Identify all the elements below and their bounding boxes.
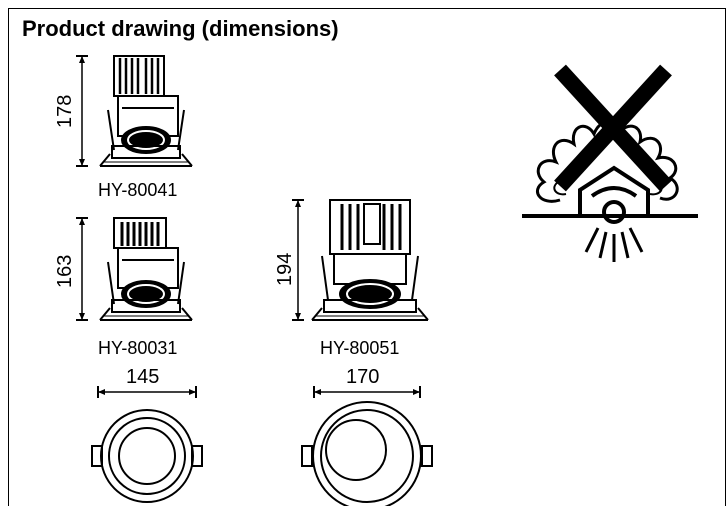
height-dimension-hy-80041: 178 [54, 94, 76, 128]
drawing-frame [8, 8, 726, 506]
no-insulation-cover-icon [522, 70, 698, 262]
height-dimension-hy-80051: 194 [274, 252, 296, 286]
hy-80031-side-view [76, 218, 192, 320]
model-label-hy-80031: HY-80031 [98, 338, 178, 358]
diameter-145-dimension [98, 386, 196, 398]
height-dimension-hy-80031: 163 [54, 254, 76, 288]
hy-top-view-145 [92, 410, 202, 502]
model-label-hy-80051: HY-80051 [320, 338, 400, 358]
hy-80041-side-view [76, 56, 192, 166]
page-title: Product drawing (dimensions) [22, 16, 339, 41]
hy-80051-side-view [292, 200, 428, 320]
diameter-170-dimension [314, 386, 420, 398]
hy-top-view-170 [302, 402, 432, 506]
diameter-label-145: 145 [126, 366, 160, 388]
model-label-hy-80041: HY-80041 [98, 180, 178, 200]
diameter-label-170: 170 [346, 366, 380, 388]
